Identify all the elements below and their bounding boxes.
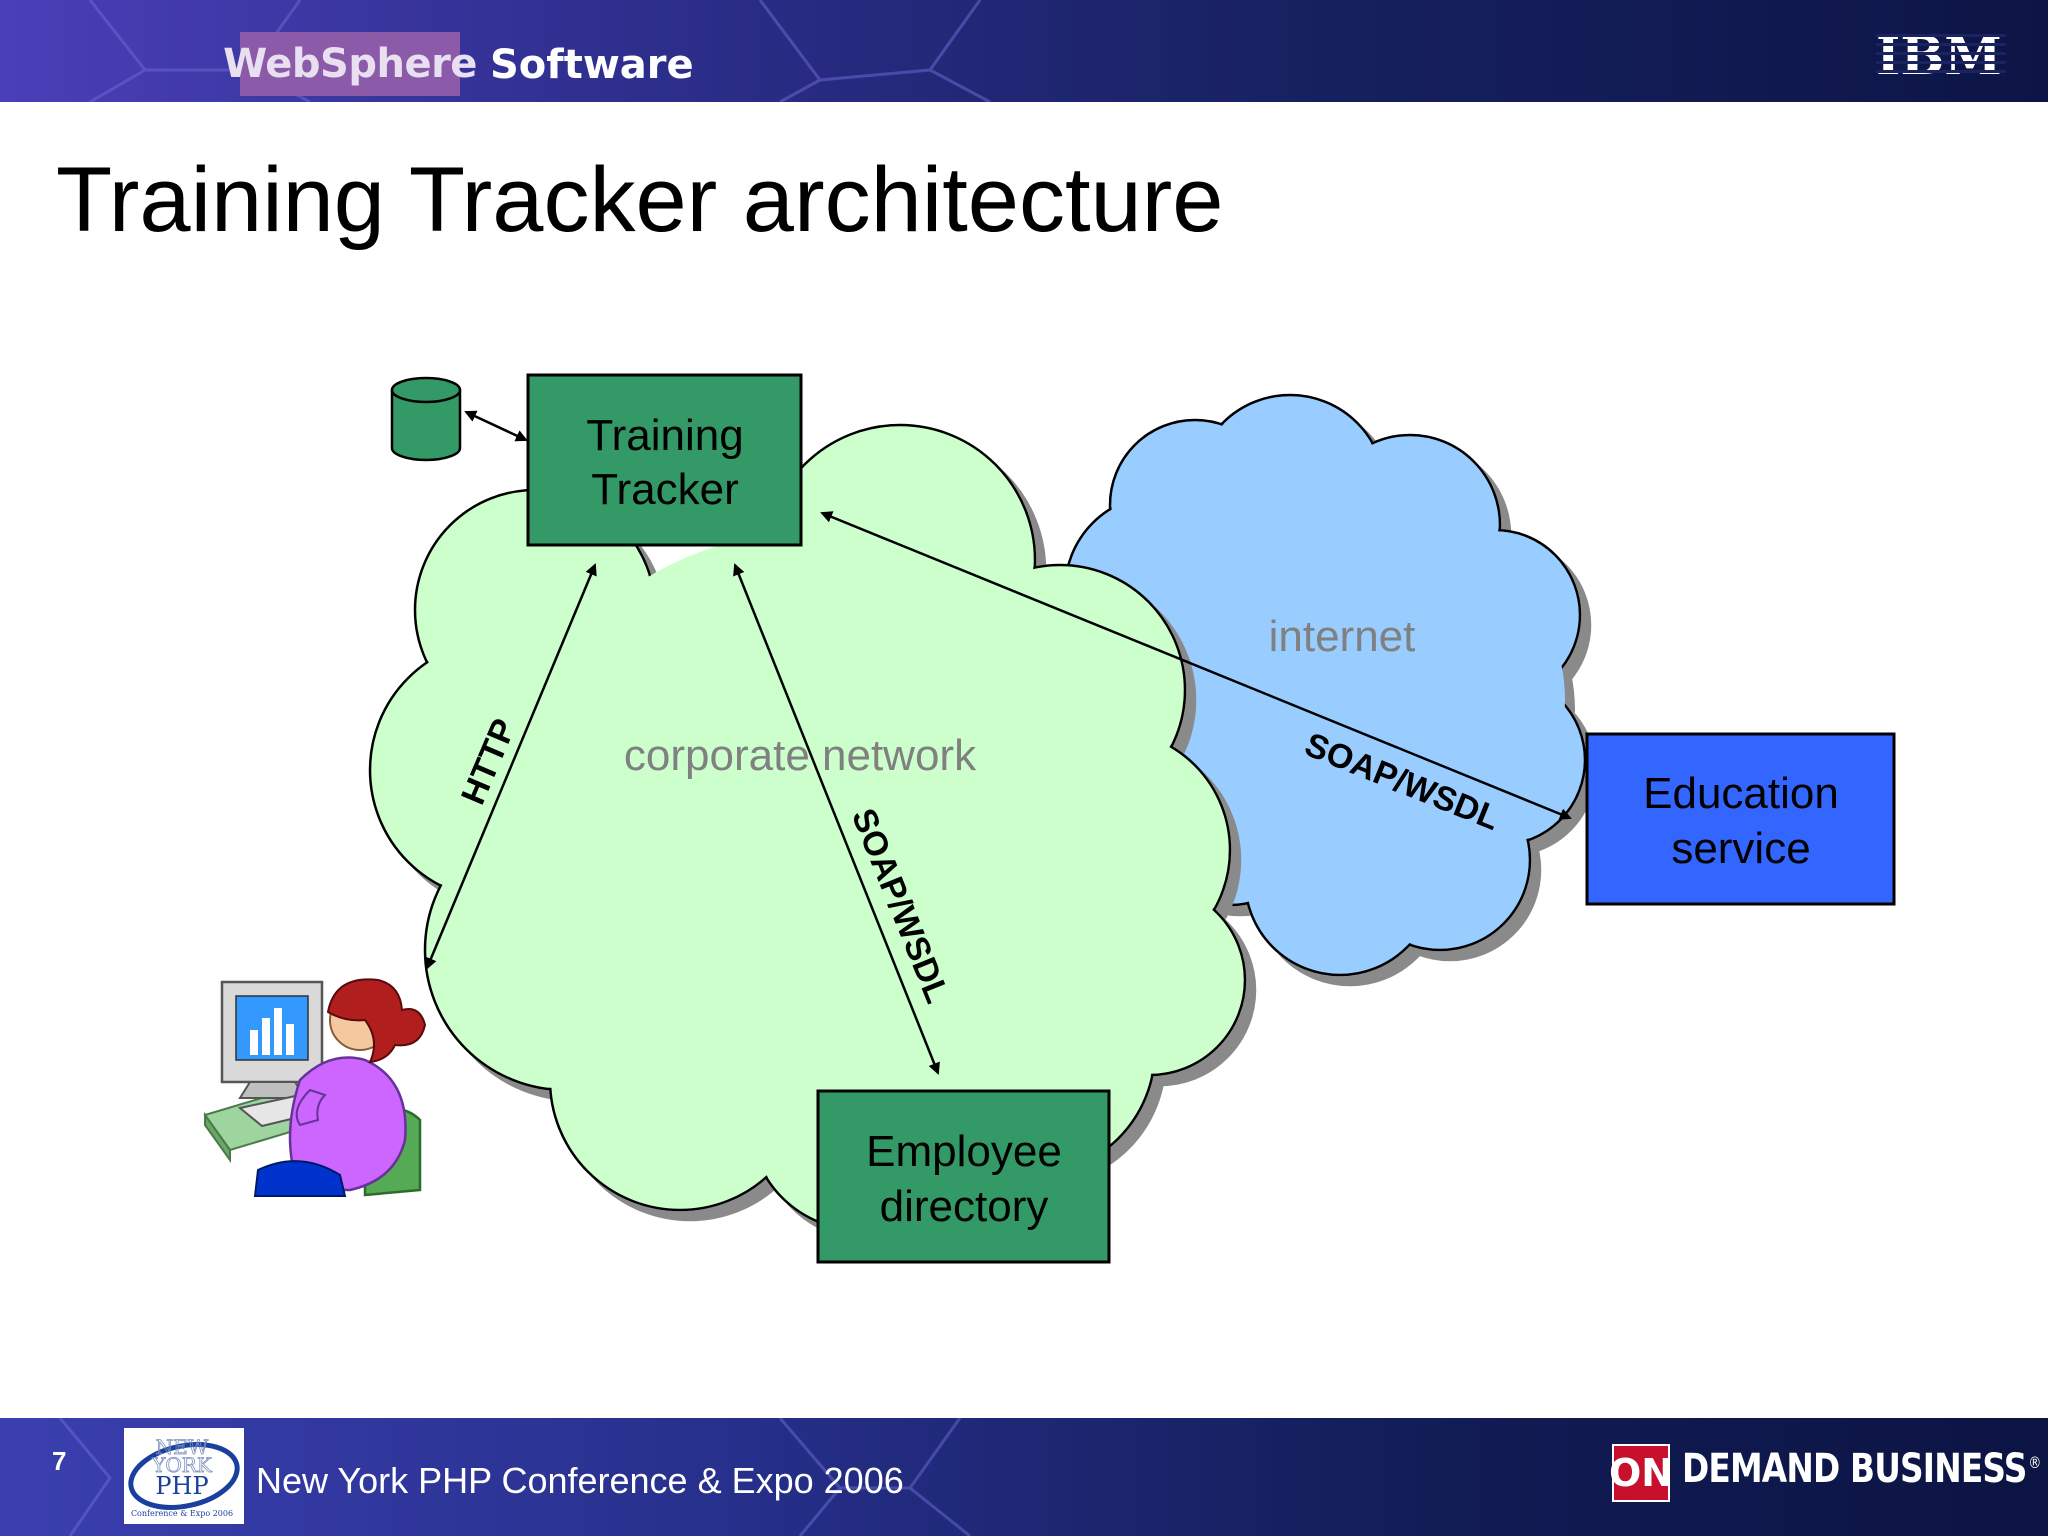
page-title: Training Tracker architecture bbox=[56, 149, 1224, 251]
svg-text:Conference & Expo 2006: Conference & Expo 2006 bbox=[131, 1509, 233, 1518]
education-service-line2: service bbox=[1671, 824, 1810, 873]
on-demand-tagline: DEMAND BUSINESS® bbox=[1682, 1446, 2041, 1492]
training-tracker-line2: Tracker bbox=[591, 465, 739, 514]
footer-pattern bbox=[58, 1418, 971, 1536]
software-label: Software bbox=[490, 42, 694, 88]
corporate-network-cloud bbox=[368, 423, 1247, 1232]
page-number: 7 bbox=[52, 1446, 67, 1476]
database-link-arrow bbox=[464, 410, 528, 442]
training-tracker-box: Training Tracker bbox=[526, 373, 803, 547]
svg-text:PHP: PHP bbox=[155, 1472, 208, 1500]
ibm-logo: IBM bbox=[1876, 26, 2006, 80]
footer-bar bbox=[0, 1418, 2048, 1536]
user-at-computer-icon bbox=[203, 978, 427, 1197]
on-demand-badge: ON bbox=[1609, 1444, 1673, 1502]
database-icon bbox=[390, 376, 462, 462]
employee-directory-line1: Employee bbox=[866, 1127, 1062, 1176]
employee-directory-line2: directory bbox=[880, 1182, 1049, 1231]
svg-text:NEW: NEW bbox=[156, 1435, 209, 1459]
header-bar: WebSphere Software IBM bbox=[0, 0, 2048, 102]
education-service-box: Education service bbox=[1585, 732, 1896, 906]
soap-external-arrow bbox=[820, 511, 1572, 820]
education-service-line1: Education bbox=[1643, 769, 1839, 818]
conference-name: New York PHP Conference & Expo 2006 bbox=[256, 1460, 904, 1501]
employee-directory-box: Employee directory bbox=[816, 1089, 1111, 1264]
corporate-network-label: corporate network bbox=[624, 731, 977, 780]
svg-text:YORK: YORK bbox=[151, 1453, 213, 1477]
websphere-brand: WebSphere bbox=[223, 32, 477, 96]
internet-label: internet bbox=[1269, 612, 1416, 661]
conference-logo: NEW YORK PHP Conference & Expo 2006 bbox=[124, 1428, 244, 1524]
http-link-arrow bbox=[425, 563, 597, 970]
training-tracker-line1: Training bbox=[586, 411, 743, 460]
